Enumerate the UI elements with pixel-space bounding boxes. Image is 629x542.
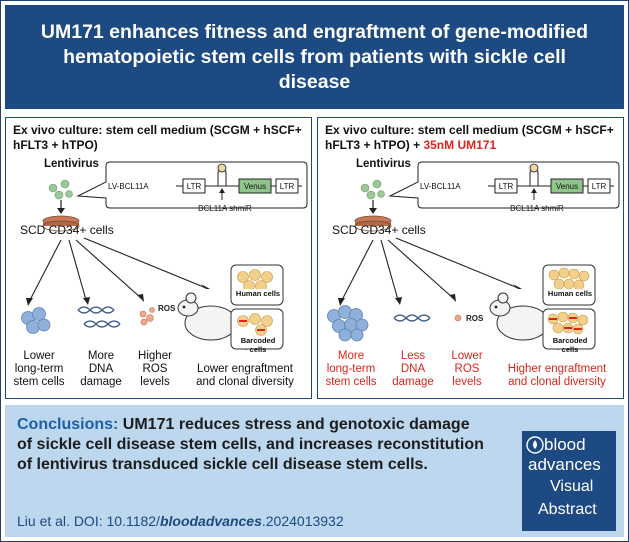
human-cells-label: Human cells — [234, 289, 282, 298]
outcome-arrows — [341, 237, 519, 301]
barcoded-cells-label: Barcoded cells — [240, 336, 276, 354]
petri-dish-icon — [42, 215, 80, 232]
ltr-label: LTR — [279, 182, 295, 191]
mouse-icon — [177, 292, 247, 351]
venus-label: Venus — [243, 182, 267, 191]
outcome-arrows — [29, 237, 207, 301]
ros-icon — [139, 307, 155, 326]
construct-name: LV-BCL11A — [108, 182, 149, 191]
ltr-label: LTR — [498, 182, 514, 191]
um171-highlight: 35nM UM171 — [423, 138, 497, 152]
lentivirus-icon — [360, 179, 385, 200]
blood-drop-icon — [526, 436, 544, 454]
conclusion-box: Conclusions: UM171 reduces stress and ge… — [5, 405, 624, 537]
right-panel: Ex vivo culture: stem cell medium (SCGM … — [317, 117, 624, 399]
left-illustration: ROS — [21, 161, 308, 351]
stem-cells-icon — [327, 305, 369, 342]
title-banner: UM171 enhances fitness and engraftment o… — [5, 5, 624, 109]
ltr-label: LTR — [591, 182, 607, 191]
page-title: UM171 enhances fitness and engraftment o… — [40, 20, 589, 93]
stem-cells-icon — [21, 307, 51, 334]
lentivirus-icon — [48, 179, 73, 200]
human-cells-label: Human cells — [546, 289, 594, 298]
construct-name: LV-BCL11A — [420, 182, 461, 191]
citation: Liu et al. DOI: 10.1182/bloodadvances.20… — [17, 513, 344, 529]
barcoded-cells-label: Barcoded cells — [552, 336, 588, 354]
ros-icon — [454, 314, 462, 322]
shmir-label: BCL11A shmiR — [198, 204, 252, 213]
blood-advances-logo: blood advances Visual Abstract — [522, 431, 616, 531]
shmir-label: BCL11A shmiR — [510, 204, 564, 213]
right-illustration: ROS — [327, 161, 620, 351]
right-lentivirus-label: Lentivirus — [356, 158, 411, 170]
logo-line-2: advances — [528, 455, 601, 474]
logo-line-1: blood — [544, 435, 586, 454]
logo-line-4: Abstract — [538, 501, 597, 518]
dna-icon — [77, 306, 121, 328]
left-cells-label: SCD CD34+ cells — [20, 223, 114, 237]
right-panel-header: Ex vivo culture: stem cell medium (SCGM … — [325, 123, 614, 152]
petri-dish-icon — [354, 215, 392, 232]
ros-label: ROS — [158, 304, 176, 313]
ros-label: ROS — [466, 314, 484, 323]
right-cells-label: SCD CD34+ cells — [332, 223, 426, 237]
dna-icon — [393, 314, 431, 322]
left-panel: Ex vivo culture: stem cell medium (SCGM … — [5, 117, 312, 399]
left-panel-header: Ex vivo culture: stem cell medium (SCGM … — [13, 123, 302, 152]
ltr-label: LTR — [186, 182, 202, 191]
left-lentivirus-label: Lentivirus — [44, 158, 99, 170]
conclusion-label: Conclusions: — [17, 416, 119, 433]
conclusion-text: Conclusions: UM171 reduces stress and ge… — [17, 416, 484, 473]
logo-line-3: Visual — [550, 478, 594, 495]
venus-label: Venus — [555, 182, 579, 191]
